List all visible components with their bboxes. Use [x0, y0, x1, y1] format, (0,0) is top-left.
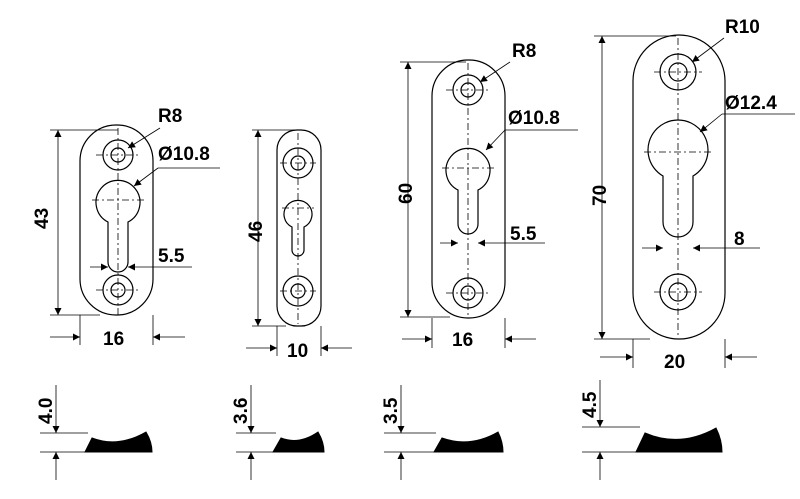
plate-c-keyhole [445, 147, 491, 235]
plate-a-radius-label: R8 [158, 106, 182, 127]
plate-c-height-label: 60 [396, 183, 417, 204]
plate-d-height-label: 70 [590, 185, 611, 206]
profile-c-thickness-label: 3.5 [381, 397, 402, 424]
plate-d-radius-label: R10 [725, 17, 760, 38]
plate-a-keyhole [95, 179, 141, 273]
plate-c-radius-label: R8 [512, 41, 536, 62]
plate-b-height-label: 46 [246, 221, 267, 242]
profile-b-section [272, 431, 325, 453]
profile-c: 3.5 [381, 385, 504, 480]
profile-d-thickness-label: 4.5 [580, 391, 601, 418]
plate-d: R10 Ø12.4 8 70 20 [590, 17, 795, 373]
profile-b-thickness-label: 3.6 [231, 398, 252, 424]
plate-c-width-label: 16 [452, 330, 473, 351]
plate-a-outline [79, 124, 154, 316]
plate-d-width-label: 20 [664, 352, 685, 373]
plate-c-slot-label: 5.5 [510, 224, 537, 245]
profile-a: 4.0 [36, 385, 153, 480]
profile-d-section [635, 427, 723, 453]
profile-d: 4.5 [580, 380, 723, 480]
plate-c-outline [431, 59, 506, 319]
plate-a-diameter-label: Ø10.8 [158, 144, 210, 165]
plate-a-height-label: 43 [32, 208, 53, 229]
plate-a-slot-label: 5.5 [158, 246, 185, 267]
plate-c-diameter-label: Ø10.8 [508, 108, 560, 129]
profile-a-thickness-label: 4.0 [36, 398, 57, 424]
profile-a-section [84, 431, 153, 453]
plate-d-diameter-label: Ø12.4 [725, 93, 777, 114]
plate-b-width-label: 10 [287, 341, 308, 362]
profile-c-section [433, 431, 504, 453]
plate-b-outline [276, 129, 322, 327]
plate-d-keyhole [647, 119, 709, 238]
plate-d-outline [632, 34, 726, 340]
profile-b: 3.6 [231, 385, 325, 480]
plate-a: R8 Ø10.8 5.5 43 16 [32, 106, 220, 350]
plate-b: 46 10 [246, 129, 352, 362]
plate-a-width-label: 16 [103, 329, 124, 350]
plate-d-slot-label: 8 [734, 229, 745, 250]
plate-c: R8 Ø10.8 5.5 60 16 [396, 41, 578, 351]
